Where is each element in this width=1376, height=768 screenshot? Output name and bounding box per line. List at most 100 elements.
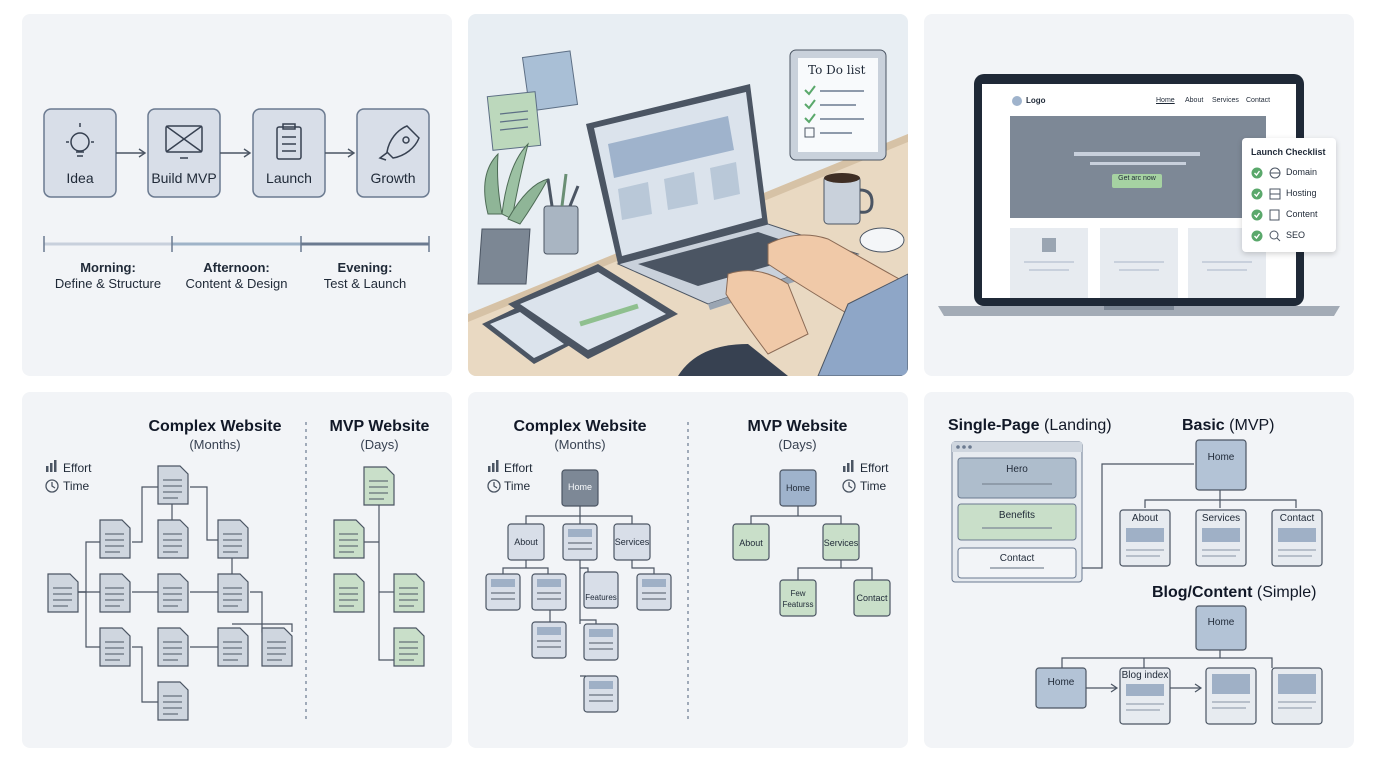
checklist-icons <box>1251 167 1281 242</box>
basic-node-home: Home <box>1207 452 1235 463</box>
mvp-node-home: Home <box>785 483 810 493</box>
laptop-mockup <box>938 74 1340 316</box>
effort-icon <box>843 460 854 472</box>
clock-icon <box>842 479 856 493</box>
section-hero: Hero <box>1006 464 1028 475</box>
sticky-notes <box>486 50 579 151</box>
legend-effort: Effort <box>63 461 92 475</box>
step-label-build: Build MVP <box>151 170 217 186</box>
basic-title: Basic (MVP) <box>1182 417 1274 435</box>
basic-node-about: About <box>1131 513 1159 524</box>
phase-morning-title: Morning: <box>80 260 136 275</box>
effort-icon <box>488 460 499 472</box>
basic-title-sub: (MVP) <box>1229 417 1275 434</box>
monitor-icon <box>165 125 203 159</box>
complex-title: Complex Website <box>148 418 282 435</box>
sitemap-graphic <box>485 422 891 722</box>
edit-icon <box>1269 209 1280 221</box>
nav-contact[interactable]: Contact <box>1246 97 1271 104</box>
search-icon <box>1269 230 1279 240</box>
checklist-hosting: Hosting <box>1286 188 1317 198</box>
clock-icon <box>45 479 59 493</box>
check-icon <box>1251 230 1263 242</box>
node-about: About <box>514 537 538 547</box>
check-icon <box>1251 188 1263 200</box>
panel-site-types: Single-Page (Landing) Basic (MVP) Blog/C… <box>924 392 1354 748</box>
basic-node-contact: Contact <box>1279 513 1315 524</box>
nav-services[interactable]: Services <box>1212 97 1239 104</box>
complex-subtitle: (Months) <box>554 437 606 452</box>
blog-title: Blog/Content (Simple) <box>1152 584 1316 602</box>
mvp-legend-effort: Effort <box>860 461 889 475</box>
site-logo: Logo <box>1026 96 1046 105</box>
doc-tree-graphic <box>45 422 425 722</box>
checklist-domain: Domain <box>1286 167 1318 177</box>
nav-about[interactable]: About <box>1185 97 1204 104</box>
blog-node-home-left: Home <box>1047 677 1075 688</box>
blog-node-index: Blog index <box>1121 670 1169 681</box>
mouse <box>859 227 905 253</box>
single-page-title-main: Single-Page <box>948 417 1040 434</box>
nav-home[interactable]: Home <box>1156 97 1175 104</box>
mvp-node-services: Services <box>823 538 859 548</box>
todo-title: To Do list <box>808 63 866 77</box>
check-icon <box>1251 167 1263 179</box>
mvp-title: MVP Website <box>329 418 430 435</box>
phase-morning-desc: Define & Structure <box>54 276 162 291</box>
checklist-content: Content <box>1286 209 1318 219</box>
legend-time: Time <box>504 479 531 493</box>
complex-subtitle: (Months) <box>189 437 241 452</box>
section-contact: Contact <box>999 553 1035 564</box>
blog-title-sub: (Simple) <box>1256 584 1317 601</box>
node-home: Home <box>567 482 592 492</box>
node-features: Features <box>585 593 617 602</box>
panel-launch-checklist: Logo Home About Services Contact Get arc… <box>924 14 1354 376</box>
clipboard-icon <box>276 123 302 160</box>
complex-title: Complex Website <box>513 418 647 435</box>
step-label-growth: Growth <box>370 170 416 186</box>
plant <box>477 142 550 285</box>
step-label-idea: Idea <box>66 170 94 186</box>
workspace-illustration <box>468 49 908 376</box>
effort-icon <box>46 460 57 472</box>
rocket-icon <box>378 125 420 161</box>
panel-roadmap: Idea Build MVP Launch Growth Morning: De… <box>22 14 452 376</box>
mvp-node-about: About <box>739 538 763 548</box>
panel-complex-vs-mvp-docs: Complex Website (Months) MVP Website (Da… <box>22 392 452 748</box>
mvp-node-contact: Contact <box>856 593 888 603</box>
single-page-title: Single-Page (Landing) <box>948 417 1112 435</box>
mvp-title: MVP Website <box>747 418 848 435</box>
check-icon <box>1251 209 1263 221</box>
todo-board <box>789 49 887 161</box>
tablet <box>508 264 678 359</box>
mvp-node-few-features: Few Featurss <box>782 589 814 609</box>
phase-evening-title: Evening: <box>337 260 393 275</box>
lightbulb-icon <box>66 123 94 157</box>
site-types-graphic <box>951 439 1323 725</box>
phase-evening-desc: Test & Launch <box>323 276 407 291</box>
clock-icon <box>487 479 501 493</box>
basic-node-services: Services <box>1201 513 1241 524</box>
coffee-mug <box>823 173 874 225</box>
launch-checklist-card: Launch Checklist Domain Hosting Content … <box>1242 138 1336 252</box>
checklist-title: Launch Checklist <box>1251 147 1326 157</box>
single-page-title-sub: (Landing) <box>1044 417 1112 434</box>
pencil-cup <box>543 173 580 255</box>
hero-button[interactable]: Get arc now <box>1118 175 1156 182</box>
phone <box>482 306 572 364</box>
blog-title-main: Blog/Content <box>1152 584 1253 601</box>
step-label-launch: Launch <box>266 170 312 186</box>
basic-title-main: Basic <box>1182 417 1225 434</box>
mvp-subtitle: (Days) <box>778 437 817 452</box>
legend-effort: Effort <box>504 461 533 475</box>
panel-complex-vs-mvp-sitemap: Complex Website (Months) MVP Website (Da… <box>468 392 908 748</box>
blog-node-home-top: Home <box>1207 617 1235 628</box>
mvp-legend-time: Time <box>860 479 887 493</box>
roadmap-graphic <box>43 108 430 252</box>
panel-workspace-illustration: To Do list <box>468 14 908 376</box>
checklist-seo: SEO <box>1286 230 1306 240</box>
phase-afternoon-desc: Content & Design <box>185 276 288 291</box>
phase-afternoon-title: Afternoon: <box>203 260 270 275</box>
legend-time: Time <box>63 479 90 493</box>
mvp-subtitle: (Days) <box>360 437 399 452</box>
